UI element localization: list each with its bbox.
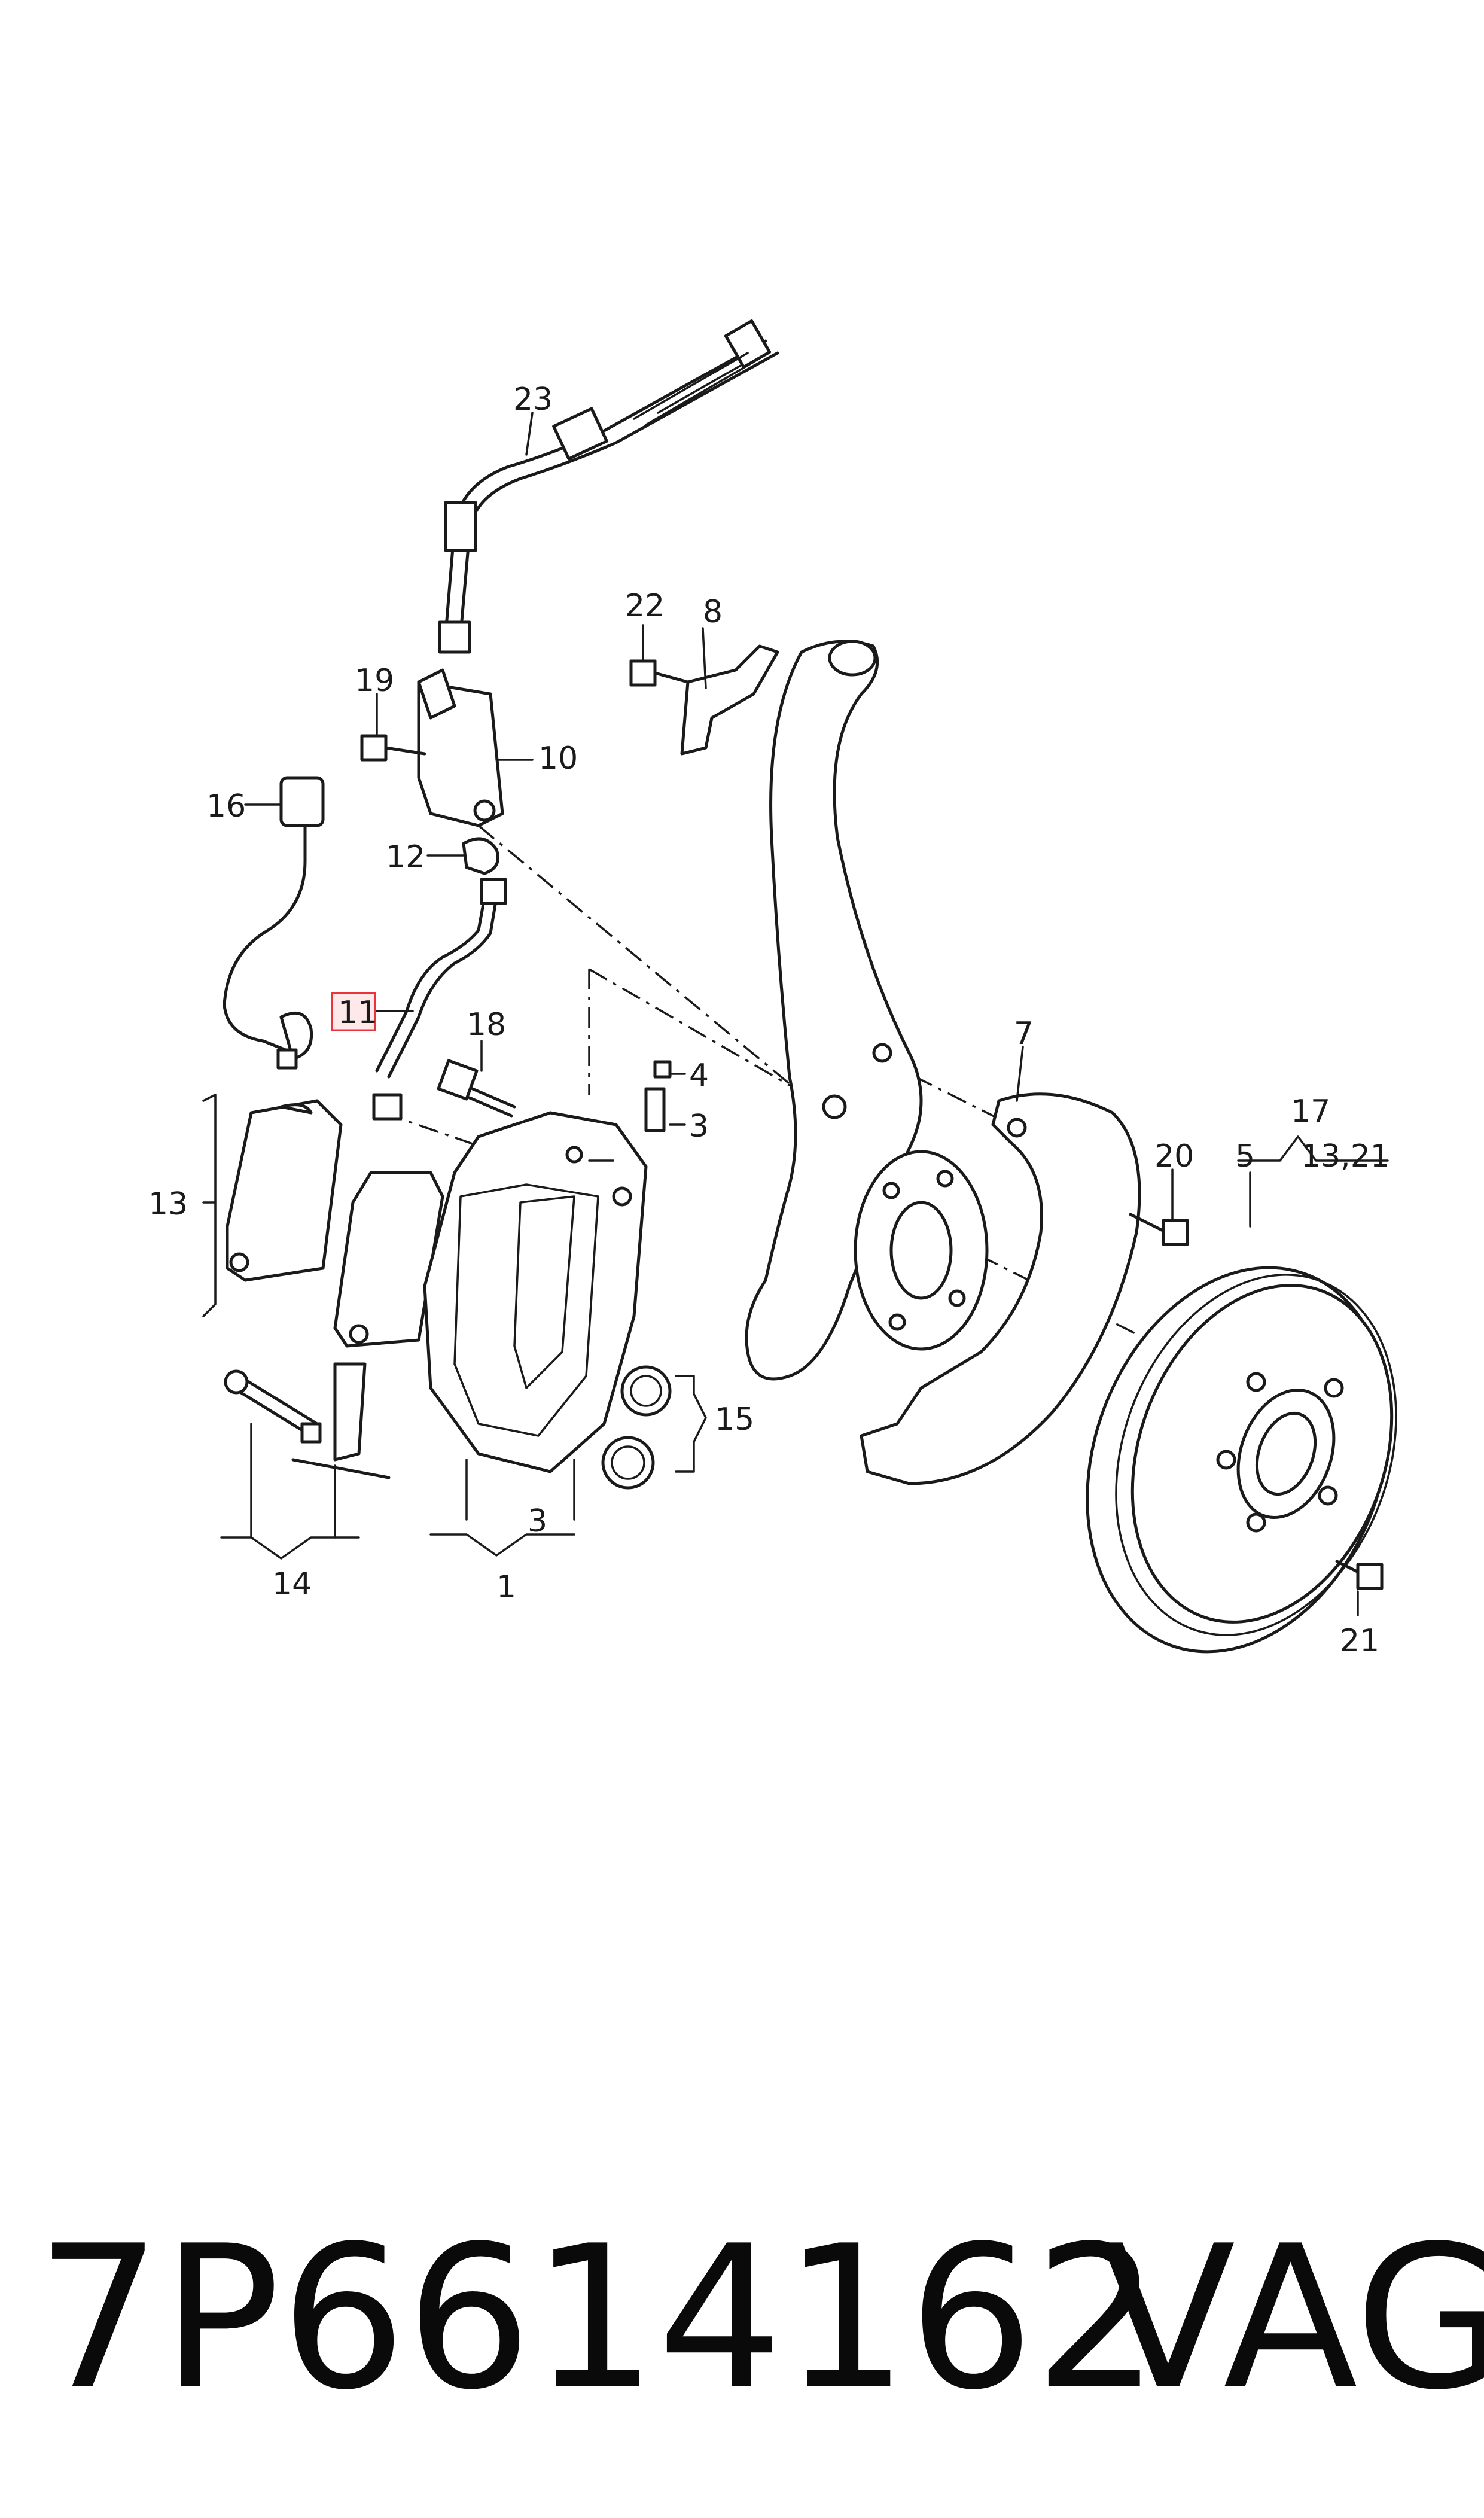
shield-bolt bbox=[1129, 1213, 1189, 1246]
hose-clip bbox=[462, 837, 499, 875]
callout-21: 21 bbox=[1340, 1623, 1379, 1659]
callout-11-highlight bbox=[331, 992, 376, 1031]
callout-22: 22 bbox=[625, 588, 665, 624]
sensor-bracket bbox=[680, 644, 779, 756]
callout-16: 16 bbox=[206, 788, 246, 824]
callout-1: 1 bbox=[496, 1569, 516, 1605]
callout-19: 19 bbox=[355, 663, 394, 699]
callout-7: 7 bbox=[1014, 1016, 1034, 1052]
brake-disc bbox=[1086, 1266, 1397, 1654]
bleeder-valve bbox=[644, 1060, 672, 1132]
callout-13-21: 13,21 bbox=[1301, 1138, 1390, 1174]
bracket-bolts bbox=[360, 659, 690, 762]
dust-shield bbox=[860, 1092, 1141, 1485]
hose-bracket bbox=[417, 668, 504, 827]
callout-11: 11 bbox=[338, 995, 377, 1031]
caliper-bolt bbox=[437, 1059, 516, 1118]
callout-13: 13 bbox=[148, 1186, 188, 1222]
brand-name: VAG bbox=[1101, 2203, 1484, 2433]
callout-14: 14 bbox=[272, 1566, 312, 1602]
callout-18: 18 bbox=[467, 1007, 506, 1043]
wheel-hub bbox=[854, 1150, 989, 1351]
wear-sensor bbox=[223, 776, 325, 1070]
brake-caliper bbox=[423, 1111, 648, 1473]
callout-3-caliper: 3 bbox=[528, 1503, 547, 1539]
callout-3-bleeder: 3 bbox=[689, 1109, 709, 1144]
leader-lines bbox=[202, 412, 1389, 1616]
callout-8: 8 bbox=[703, 594, 723, 630]
pad-pins bbox=[224, 1362, 391, 1479]
callout-23: 23 bbox=[513, 382, 553, 418]
callout-labels: 23 22 8 19 10 12 16 11 18 4 3 7 17 20 5 … bbox=[148, 382, 1390, 1659]
callout-4: 4 bbox=[689, 1058, 709, 1094]
callout-5: 5 bbox=[1235, 1138, 1255, 1174]
callout-10: 10 bbox=[538, 741, 578, 777]
disc-screw bbox=[1335, 1560, 1384, 1590]
caliper-seals bbox=[601, 1365, 672, 1490]
part-number: 7P6614162 bbox=[36, 2203, 1160, 2433]
brake-pads bbox=[226, 1099, 444, 1348]
callout-15: 15 bbox=[715, 1402, 754, 1438]
callout-12: 12 bbox=[386, 839, 425, 875]
callout-17: 17 bbox=[1291, 1094, 1330, 1129]
callout-20: 20 bbox=[1154, 1138, 1194, 1174]
brake-line bbox=[372, 878, 507, 1121]
brake-hose bbox=[438, 319, 779, 654]
